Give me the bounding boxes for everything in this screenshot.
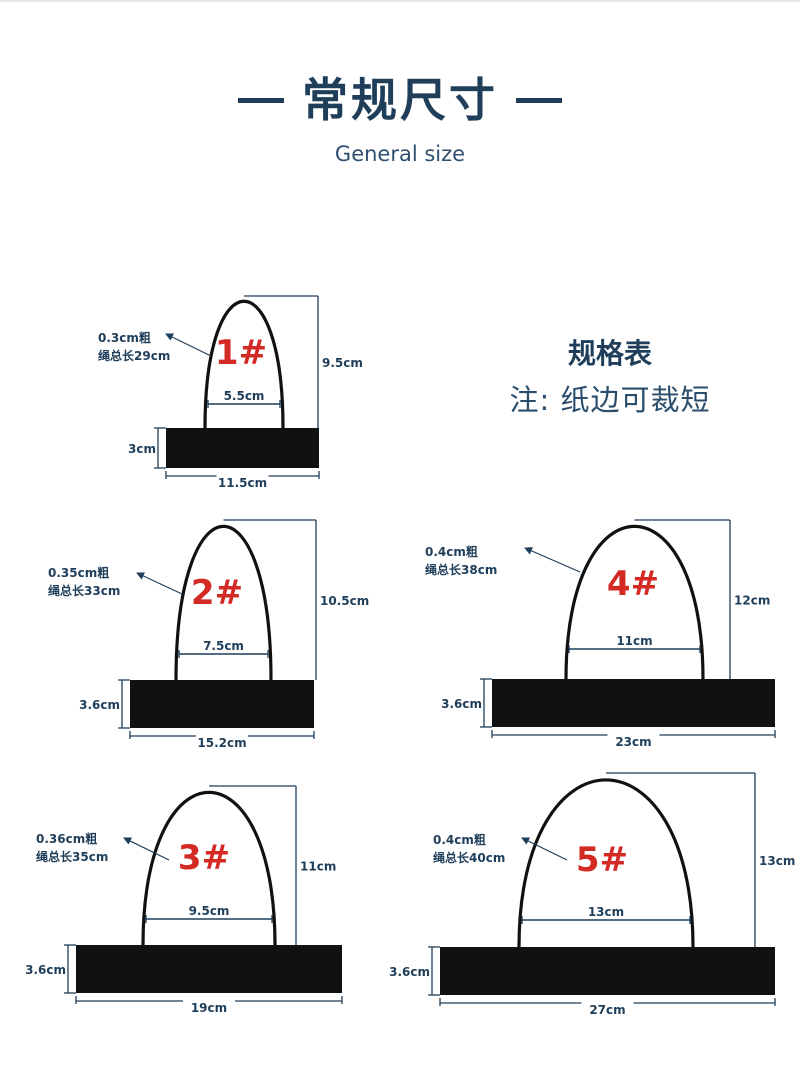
title-dash-left: [238, 97, 284, 103]
title-dash-right: [516, 97, 562, 103]
rope-thickness-note: 0.36cm粗: [36, 831, 97, 846]
bag-width-label: 27cm: [589, 1003, 625, 1017]
rope-thickness-note: 0.35cm粗: [48, 565, 109, 580]
height-label: 11cm: [300, 860, 336, 874]
bag-body: [492, 679, 775, 727]
rope-length-note: 绳总长33cm: [48, 583, 120, 598]
bag-height-label: 3.6cm: [441, 697, 482, 711]
height-label: 10.5cm: [320, 594, 369, 608]
bag-height-label: 3.6cm: [389, 965, 430, 979]
bag-height-label: 3cm: [128, 442, 156, 456]
handle-width-label-bg: [222, 388, 266, 402]
handle-width-label: 5.5cm: [224, 389, 265, 403]
rope-length-note: 绳总长35cm: [36, 849, 108, 864]
bag-width-label: 11.5cm: [218, 476, 267, 490]
rope-thickness-note: 0.3cm粗: [98, 330, 151, 345]
bag-width-label: 23cm: [615, 735, 651, 749]
model-number: 4#: [607, 564, 659, 604]
rope-arrow: [521, 837, 568, 861]
rope-thickness-note: 0.4cm粗: [425, 544, 478, 559]
model-number: 2#: [191, 573, 243, 613]
rope-arrow: [524, 547, 581, 573]
handle-rope: [564, 524, 705, 680]
bag-width-label-bg: [607, 733, 660, 747]
bag-width-label-bg: [216, 474, 269, 488]
handle-width-label: 13cm: [588, 905, 624, 919]
handle-width-label-bg: [584, 904, 628, 918]
rope-arrow: [123, 837, 170, 861]
title-row: 常规尺寸: [0, 68, 800, 132]
handle-width-label: 9.5cm: [189, 904, 230, 918]
bag-width-label-bg: [581, 1001, 634, 1015]
top-divider: [0, 0, 800, 2]
rope-length-note: 绳总长38cm: [425, 562, 497, 577]
spec-panel: 规格表 注: 纸边可裁短: [440, 335, 780, 421]
handle-rope: [517, 778, 695, 948]
model-number: 1#: [215, 333, 267, 373]
handle-width-label-bg: [612, 633, 657, 647]
height-label: 13cm: [759, 854, 795, 868]
bag-height-label: 3.6cm: [79, 698, 120, 712]
bag-body: [166, 428, 319, 468]
height-label: 9.5cm: [322, 356, 363, 370]
handle-width-label: 7.5cm: [203, 639, 244, 653]
rope-thickness-note: 0.4cm粗: [433, 832, 486, 847]
handle-rope: [203, 299, 285, 429]
page-subtitle: General size: [334, 142, 466, 166]
rope-length-note: 绳总长29cm: [98, 348, 170, 363]
bag-width-label: 15.2cm: [197, 736, 246, 750]
rope-arrow: [165, 333, 212, 357]
bag-body: [76, 945, 342, 993]
model-number: 5#: [576, 840, 628, 880]
bag-body: [130, 680, 314, 728]
height-label: 12cm: [734, 594, 770, 608]
bag-width-label-bg: [196, 734, 248, 748]
handle-width-label-bg: [201, 638, 246, 652]
handle-width-label-bg: [187, 903, 231, 917]
page-title: 常规尺寸: [302, 73, 498, 127]
bag-body: [440, 947, 775, 995]
rope-length-note: 绳总长40cm: [433, 850, 505, 865]
bag-width-label: 19cm: [191, 1001, 227, 1015]
handle-rope: [174, 525, 273, 681]
bag-height-label: 3.6cm: [25, 963, 66, 977]
spec-title: 规格表: [567, 337, 652, 370]
bag-width-label-bg: [183, 999, 235, 1013]
model-number: 3#: [178, 838, 230, 878]
rope-arrow: [136, 572, 183, 595]
spec-note: 注: 纸边可裁短: [509, 383, 711, 417]
handle-rope: [141, 790, 277, 946]
page-header: 常规尺寸 General size: [0, 68, 800, 166]
handle-width-label: 11cm: [616, 634, 652, 648]
